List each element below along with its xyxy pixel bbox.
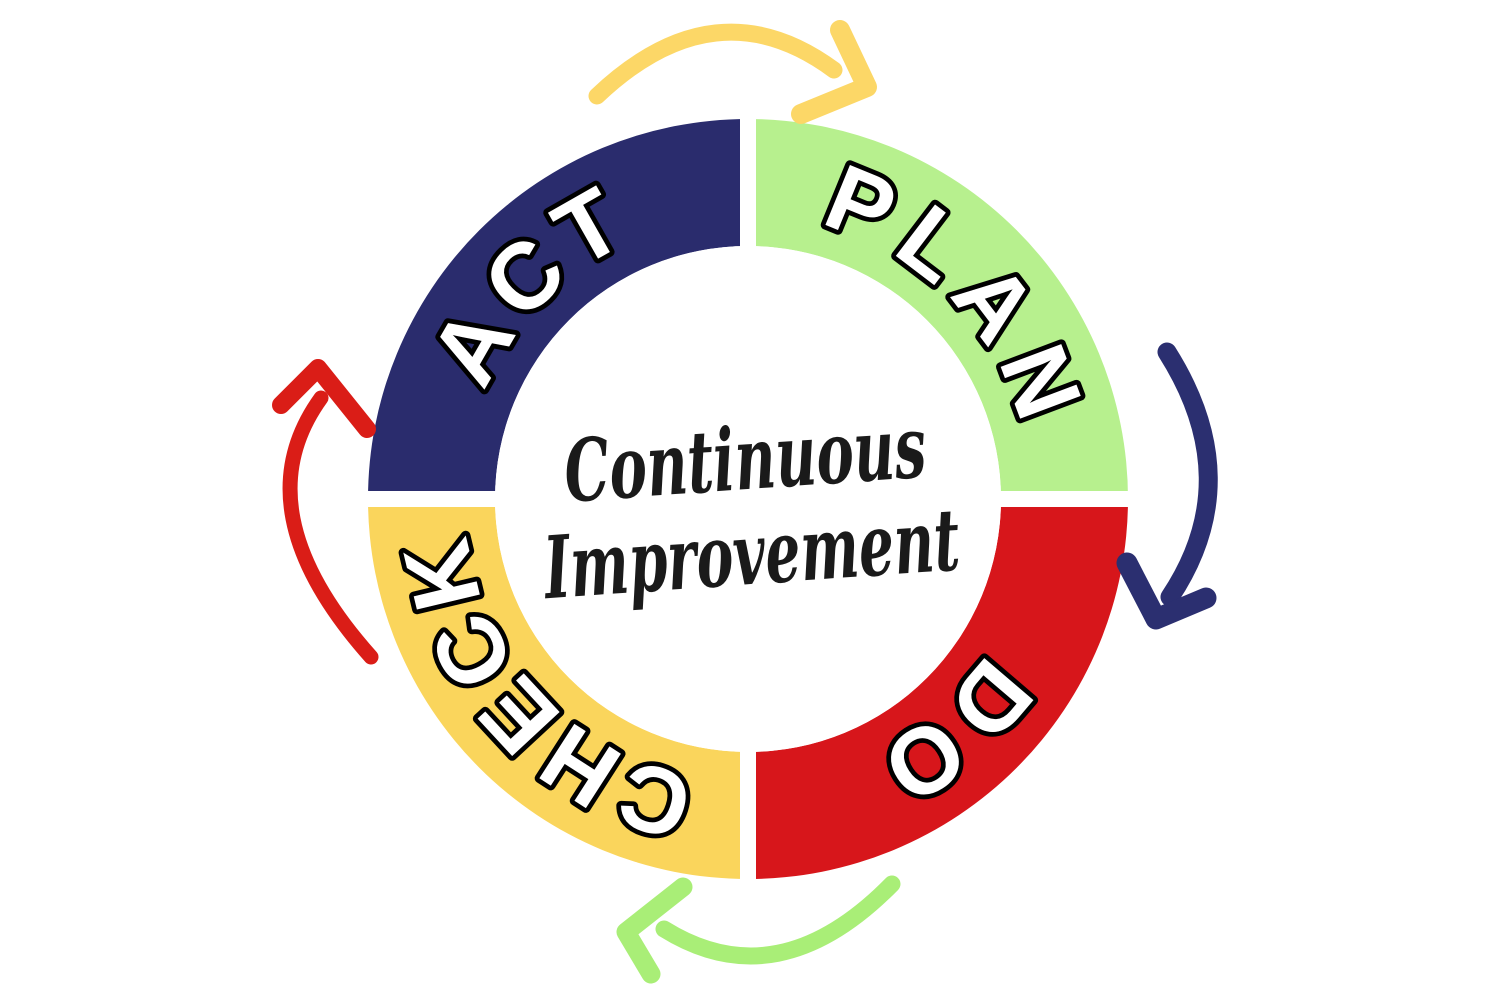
center-title: Continuous Improvement [539, 397, 963, 620]
segment-do [748, 499, 1128, 879]
segment-act [368, 119, 748, 499]
center-hub [495, 246, 1001, 752]
segment-plan [748, 119, 1128, 499]
curved-arrow-check-to-act [272, 359, 379, 665]
curved-arrow-do-to-check [616, 875, 901, 984]
curved-arrow-act-to-plan [588, 20, 877, 124]
center-title-line1: Continuous [561, 397, 929, 523]
segment-check [368, 499, 748, 879]
curved-arrow-plan-to-do [1116, 342, 1218, 630]
